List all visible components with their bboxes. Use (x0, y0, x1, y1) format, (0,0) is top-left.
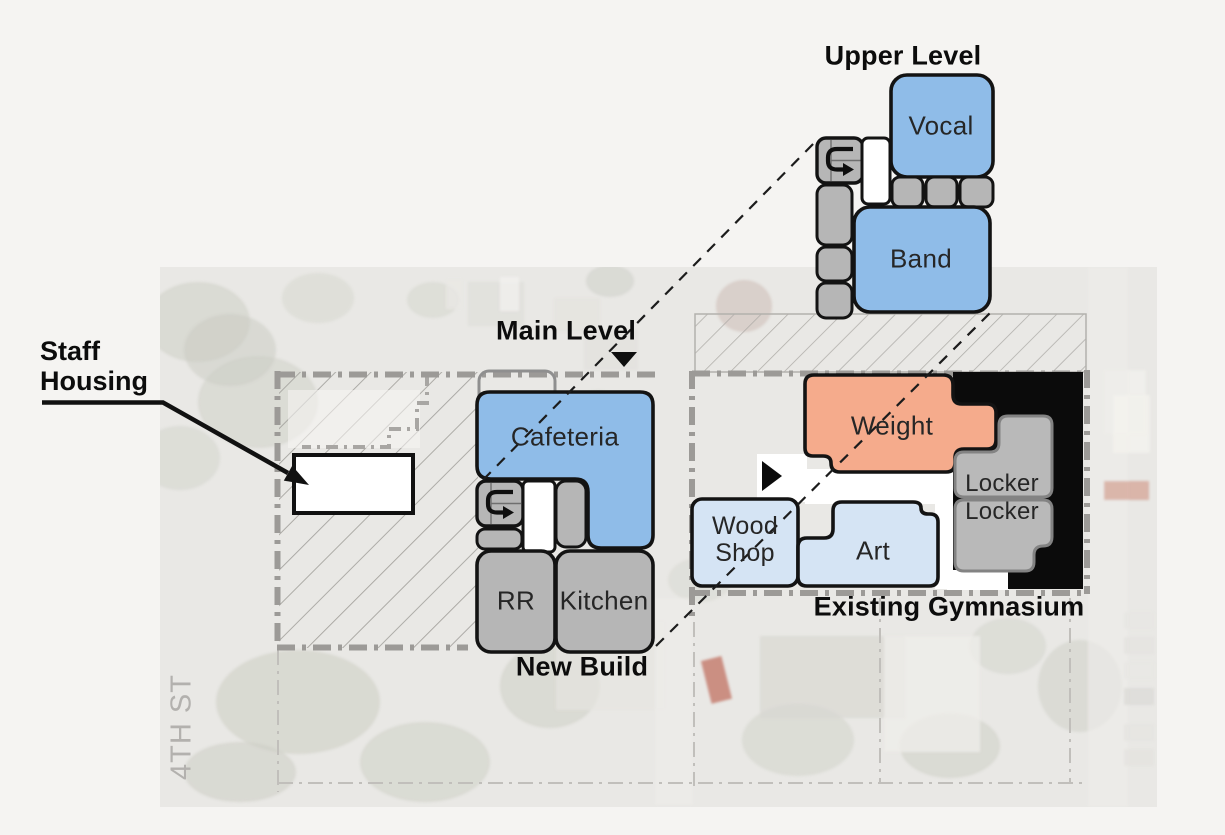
existing-gymnasium-plan (690, 372, 1083, 590)
staff-housing-title-line2: Housing (40, 366, 148, 396)
room-label-locker-lower: Locker (965, 498, 1039, 525)
service-block-small (475, 527, 524, 551)
room-label-cafeteria: Cafeteria (510, 421, 620, 452)
upper-service-seg-3 (815, 281, 854, 320)
staff-housing-footprint (292, 453, 415, 515)
upper-service-seg-2 (815, 245, 854, 283)
upper-small-box-3 (958, 175, 995, 209)
main-level-title: Main Level (495, 315, 637, 346)
gym-parcel-hatch-strip (694, 313, 1087, 373)
room-label-vocal: Vocal (908, 110, 974, 141)
art-room-shape (796, 500, 940, 588)
existing-building-outline (302, 374, 429, 449)
demolished-building-footprint (288, 390, 420, 448)
room-label-rr: RR (496, 585, 536, 616)
room-label-wood-shop: Wood Shop (712, 513, 778, 567)
existing-gymnasium-title: Existing Gymnasium (813, 591, 1085, 622)
room-label-locker-upper: Locker (965, 470, 1039, 497)
gym-entry-triangle-icon (762, 461, 782, 491)
stair-icon-upper-level (815, 136, 865, 185)
room-label-art: Art (855, 535, 891, 566)
locker-lower-shape (953, 498, 1054, 573)
new-build-plan (475, 369, 655, 654)
upper-level-title: Upper Level (824, 40, 982, 71)
kitchen-shape (554, 549, 655, 654)
upper-small-box-2 (924, 175, 959, 209)
service-block-tall (554, 479, 588, 549)
street-label-4th-st: 4TH ST (165, 674, 198, 780)
upper-landing-white (860, 136, 892, 206)
thin-lot-lines (277, 598, 1086, 792)
room-label-weight: Weight (850, 410, 934, 441)
staff-housing-leader-arrow (42, 400, 309, 485)
staff-housing-title: Staff Housing (40, 336, 148, 396)
corridor-white (521, 479, 557, 554)
aerial-photo-texture (160, 267, 1154, 807)
stair-icon-main-level (475, 479, 525, 528)
room-label-wood-shop-line1: Wood (711, 512, 779, 540)
upper-small-box-1 (890, 175, 925, 209)
new-build-title: New Build (515, 651, 649, 682)
room-label-kitchen: Kitchen (559, 585, 649, 616)
room-label-band: Band (890, 243, 952, 274)
band-room-shape (852, 205, 992, 314)
upper-level-plan (815, 73, 995, 320)
locker-upper-shape (953, 414, 1054, 499)
main-level-marker-triangle-icon (611, 352, 637, 367)
upper-service-seg-1 (815, 183, 854, 247)
staff-housing-title-line1: Staff (40, 336, 100, 366)
gym-floor-white (757, 454, 1009, 590)
room-label-wood-shop-line2: Shop (715, 539, 775, 567)
cafeteria-shape (475, 390, 655, 550)
